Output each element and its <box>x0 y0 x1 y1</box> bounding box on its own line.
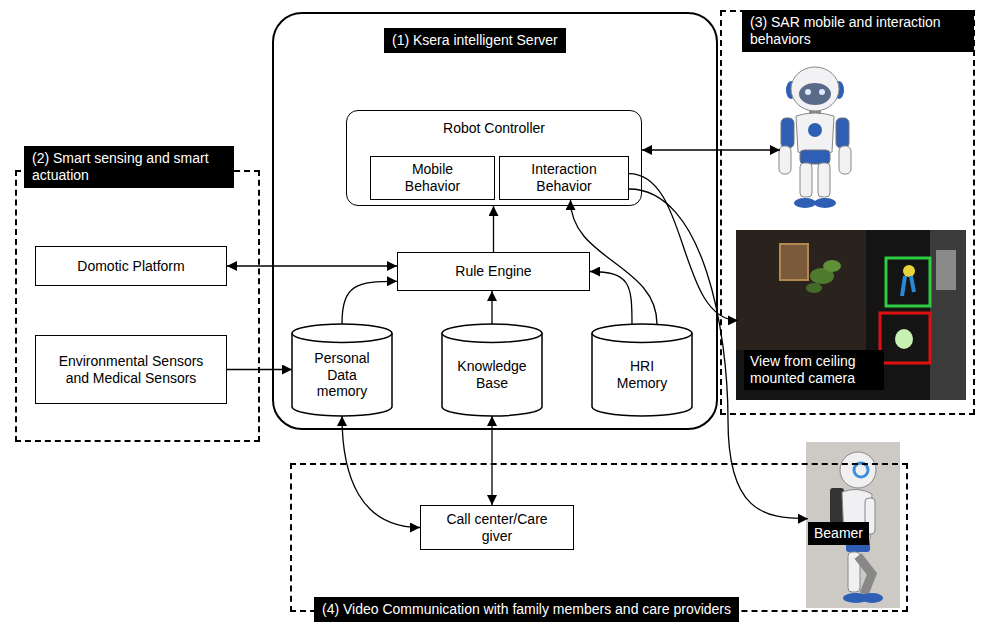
camera-shelf <box>930 230 966 400</box>
cylinder-body <box>592 324 692 416</box>
camera-background <box>736 230 966 400</box>
robot-link-arrow <box>642 149 780 150</box>
process-box: Interaction Behavior <box>499 156 629 200</box>
camera-wall <box>736 230 866 350</box>
photo-panel: Beamer <box>808 444 902 610</box>
group-heading: (4) Video Communication with family memb… <box>314 597 739 622</box>
camera-view-image <box>736 230 966 400</box>
robot-torso <box>796 113 834 155</box>
box-label: Call center/Care giver <box>437 511 557 545</box>
cylinder-rim <box>442 333 542 342</box>
robot-head <box>791 67 839 111</box>
robot-arm <box>836 118 849 148</box>
connector <box>491 291 492 324</box>
beamer-photo <box>806 442 900 608</box>
box-label: Environmental Sensors and Medical Sensor… <box>51 353 211 387</box>
robot-leg <box>818 163 830 197</box>
robot-forearm <box>779 146 791 174</box>
cylinder-rim <box>592 333 692 342</box>
store-label: Personal Data memory <box>305 350 379 400</box>
group-outline: (4) Video Communication with family memb… <box>290 463 908 612</box>
process-box: Call center/Care giver <box>420 505 574 550</box>
camera-object <box>936 250 956 290</box>
tracking-box-green <box>886 258 930 306</box>
plant-leaf <box>823 260 841 272</box>
beamer-robot-head <box>840 452 876 488</box>
photo-panel: View from ceiling mounted camera <box>738 232 968 402</box>
process-box: Mobile Behavior <box>370 156 495 200</box>
box-label: Interaction Behavior <box>519 161 609 195</box>
robot-chest-button <box>808 123 822 137</box>
robot-hips <box>800 150 830 164</box>
group-outline: (3) SAR mobile and interaction behaviors… <box>720 10 975 415</box>
data-store-cylinder: HRI Memory <box>592 324 692 416</box>
robot-eye <box>805 89 811 95</box>
picture-frame <box>780 244 808 280</box>
robot-leg <box>800 163 812 197</box>
connector <box>227 265 397 266</box>
robot-eye <box>819 89 825 95</box>
store-label: HRI Memory <box>605 358 679 392</box>
group-heading: (1) Ksera intelligent Server <box>384 28 566 53</box>
photo-caption: View from ceiling mounted camera <box>744 350 884 390</box>
box-label: Mobile Behavior <box>393 161 473 195</box>
cylinder-body <box>442 324 542 416</box>
controller-box: Robot ControllerMobile Behavior Interacti… <box>346 110 642 206</box>
process-box: Environmental Sensors and Medical Sensor… <box>35 335 227 404</box>
beamer-robot-leg-bent <box>858 556 872 594</box>
cylinder-rim <box>292 333 392 342</box>
tracked-person <box>903 265 915 277</box>
robot-foot <box>814 198 836 208</box>
data-store-cylinder: Knowledge Base <box>442 324 542 416</box>
plant-leaf <box>806 283 822 293</box>
photo-background <box>806 442 900 608</box>
connector <box>342 416 420 528</box>
cylinder-body <box>292 324 392 416</box>
box-label: Robot Controller <box>347 120 641 137</box>
group-outline: (1) Ksera intelligent ServerRobot Contro… <box>272 12 718 430</box>
connector <box>493 206 494 252</box>
box-label: Rule Engine <box>455 263 531 280</box>
process-box: Domotic Platform <box>35 246 227 286</box>
connector <box>590 272 632 325</box>
tracking-box-red <box>880 313 930 363</box>
robot-face <box>799 83 831 105</box>
tracked-person-body <box>902 276 914 296</box>
beamer-robot-ear-light <box>854 463 868 477</box>
nao-robot <box>779 67 851 208</box>
robot-forearm <box>839 146 851 174</box>
beamer-robot-foot <box>861 593 883 603</box>
photo-caption: Beamer <box>808 522 869 545</box>
store-label: Knowledge Base <box>455 358 529 392</box>
robot-foot <box>794 198 816 208</box>
group-outline: (2) Smart sensing and smart actuationDom… <box>15 170 260 442</box>
process-box: Rule Engine <box>397 252 590 291</box>
robot-arm <box>781 118 794 148</box>
data-store-cylinder: Personal Data memory <box>292 324 392 416</box>
group-heading: (3) SAR mobile and interaction behaviors <box>742 10 974 52</box>
connector <box>342 281 397 324</box>
tracked-robot <box>895 329 913 349</box>
group-heading: (2) Smart sensing and smart actuation <box>24 146 234 188</box>
box-label: Domotic Platform <box>77 258 184 275</box>
